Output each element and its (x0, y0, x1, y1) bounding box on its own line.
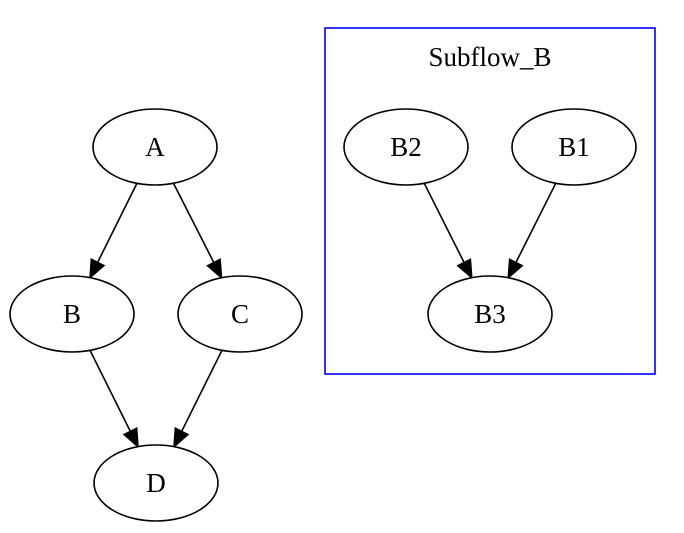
edge-c-to-d (173, 349, 223, 449)
edge-line (89, 349, 132, 432)
arrowhead-icon (507, 258, 524, 280)
edge-line (515, 182, 557, 263)
arrowhead-icon (89, 258, 106, 280)
node-b3-shape (427, 275, 553, 353)
edge-line (180, 349, 223, 432)
edge-line (96, 182, 138, 263)
node-b2-shape (343, 108, 469, 186)
node-b-label: B (63, 299, 81, 329)
node-b3-label: B3 (474, 299, 506, 329)
node-c-label: C (231, 299, 249, 329)
arrowhead-icon (122, 427, 139, 449)
node-b: B (9, 275, 135, 353)
node-a-label: A (145, 132, 165, 162)
arrowhead-icon (456, 258, 473, 280)
node-b1-shape (511, 108, 637, 186)
node-d-label: D (146, 468, 166, 498)
cluster-border (324, 27, 656, 375)
edge-b-to-d (89, 349, 139, 449)
node-a-shape (92, 108, 218, 186)
edge-line (172, 182, 215, 263)
arrowhead-icon (173, 427, 190, 449)
cluster-subflow-b: Subflow_B (324, 27, 656, 375)
node-a: A (92, 108, 218, 186)
edge-b1-to-b3 (507, 182, 557, 280)
edge-b2-to-b3 (423, 182, 473, 280)
edge-a-to-c (172, 182, 223, 280)
node-c: C (177, 275, 303, 353)
node-d: D (93, 444, 219, 522)
node-d-shape (93, 444, 219, 522)
edge-a-to-b (89, 182, 138, 280)
arrowhead-icon (206, 258, 223, 280)
edge-line (423, 182, 465, 263)
node-b1-label: B1 (558, 132, 590, 162)
node-b2: B2 (343, 108, 469, 186)
edges (89, 182, 557, 449)
node-c-shape (177, 275, 303, 353)
node-b3: B3 (427, 275, 553, 353)
node-b1: B1 (511, 108, 637, 186)
cluster-label: Subflow_B (428, 42, 551, 72)
node-b2-label: B2 (390, 132, 422, 162)
node-b-shape (9, 275, 135, 353)
